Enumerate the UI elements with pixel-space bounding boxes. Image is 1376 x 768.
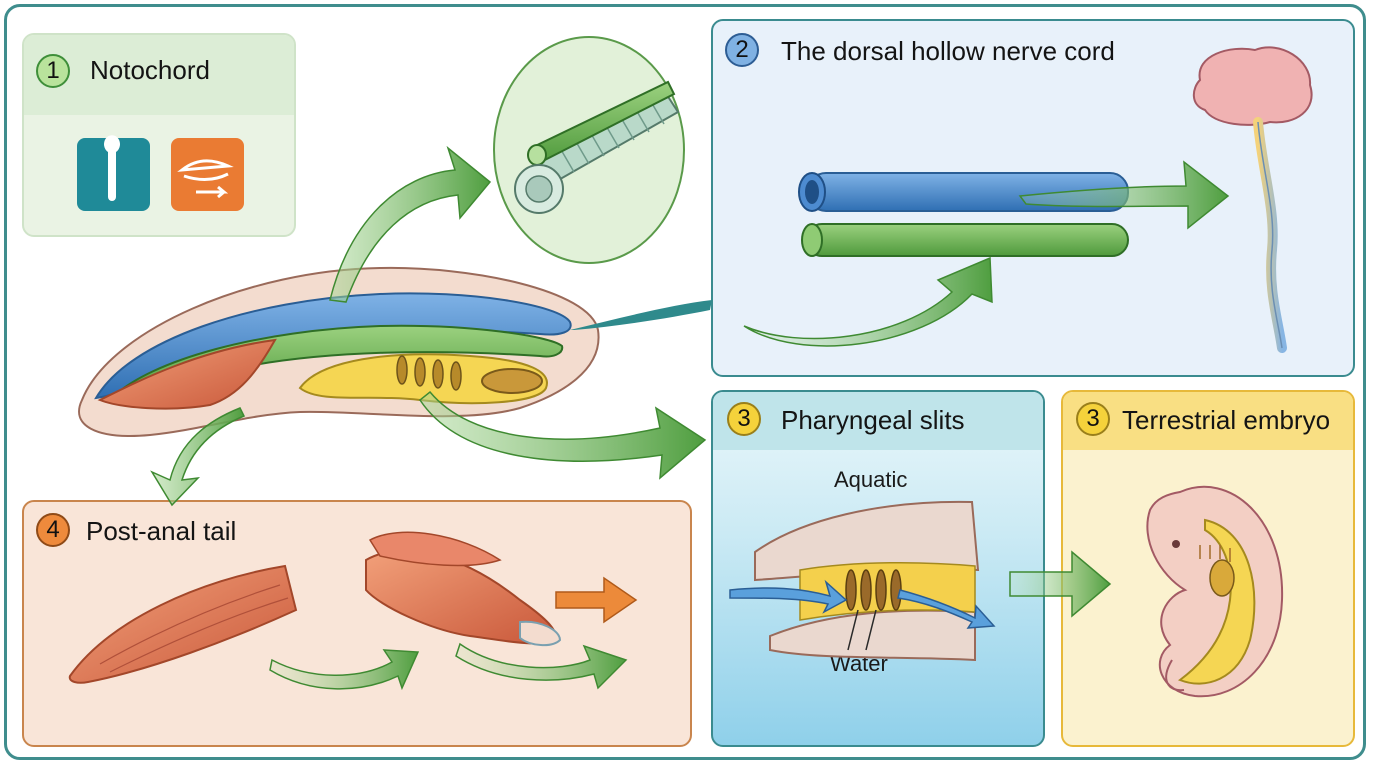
pharyngeal-number-badge: 3: [727, 402, 761, 436]
tail-illustration: [68, 531, 638, 691]
water-flow-out-arrow: [897, 589, 996, 629]
muscle-glyph: [177, 159, 234, 181]
notochord-title: Notochord: [90, 55, 210, 85]
pharyngeal-title: Pharyngeal slits: [781, 405, 965, 435]
nerve-cord-title: The dorsal hollow nerve cord: [781, 36, 1115, 66]
panel-pharyngeal-header: [713, 392, 1043, 450]
embryo-tail: [1165, 659, 1185, 692]
embryo-number-badge: 3: [1076, 402, 1110, 436]
water-flow-in-arrow: [729, 579, 848, 614]
tail-curve-arrow-1: [269, 649, 420, 691]
arrow-to-brain: [1018, 160, 1230, 230]
pointer-to-nerve-panel: [570, 300, 712, 330]
arrow-to-embryo: [1009, 550, 1112, 618]
spinal-cord: [1253, 117, 1287, 353]
nerve-cord-illustration: [743, 46, 1313, 353]
tail-number-badge: 4: [36, 513, 70, 547]
muscle-swim-icon: [171, 138, 244, 211]
notochord-icon-group: [77, 135, 244, 211]
panel-embryo-header: [1063, 392, 1353, 450]
tail-curve-arrow-2: [455, 642, 628, 690]
nerve-cord-number-badge: 2: [725, 33, 759, 67]
aquatic-label: Aquatic: [834, 467, 908, 492]
arrow-curve-up: [743, 256, 993, 347]
arrow-to-notochord-zoom: [329, 145, 492, 303]
brain-icon: [1192, 46, 1313, 126]
notochord-zoom-circle: [493, 36, 685, 264]
arrow-to-pharyngeal-panel: [418, 390, 707, 480]
embryo-title: Terrestrial embryo: [1122, 405, 1331, 435]
tail-motion-arrow: [555, 576, 638, 624]
tail-title: Post-anal tail: [86, 516, 237, 546]
arrow-glyph: [196, 185, 229, 199]
arrow-to-tail-panel: [150, 407, 246, 507]
pharyngeal-illustration: [729, 500, 1112, 662]
rod-glyph: [103, 135, 120, 201]
chordate-body: [78, 266, 712, 437]
tail-muscle-1: [68, 564, 298, 684]
notochord-number-badge: 1: [36, 54, 70, 88]
water-pointer: [847, 609, 877, 651]
embryo-illustration: [1146, 485, 1284, 698]
